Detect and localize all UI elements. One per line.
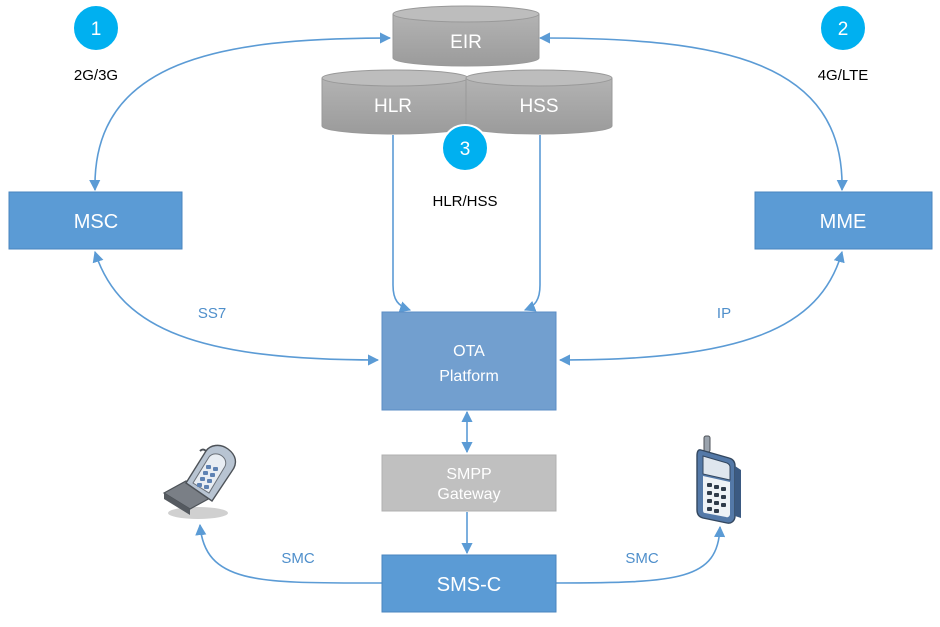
smpp-gateway-node[interactable]: SMPP Gateway [381, 454, 557, 512]
ota-label-line1: OTA [453, 343, 485, 360]
eir-msc-link [89, 32, 392, 192]
flip-phone-icon [162, 444, 237, 519]
eir-database[interactable]: EIR [392, 5, 540, 67]
ota-label-line2: Platform [439, 368, 499, 385]
ota-platform-node[interactable]: OTA Platform [381, 311, 557, 411]
connectors [89, 32, 848, 584]
msc-label: MSC [74, 211, 118, 233]
smsc-left-phone-link [195, 523, 383, 584]
mme-ota-link [558, 250, 845, 366]
badge-two-number: 2 [838, 19, 849, 40]
hlr-database[interactable]: HLR [321, 69, 469, 135]
badge-three-caption: HLR/HSS [432, 193, 497, 210]
smpp-label-line1: SMPP [446, 466, 491, 483]
sms-c-label: SMS-C [437, 574, 501, 596]
hss-label: HSS [519, 96, 558, 117]
badge-three-number: 3 [460, 139, 471, 160]
smpp-label-line2: Gateway [437, 486, 500, 503]
badge-one: 1 [72, 4, 120, 52]
hlr-ota-link [392, 135, 412, 313]
hss-database[interactable]: HSS [465, 69, 613, 135]
smsc-right-phone-link [553, 525, 726, 584]
smc-left-link-label: SMC [281, 550, 315, 567]
mme-label: MME [820, 211, 867, 233]
hlr-label: HLR [374, 96, 412, 117]
badge-two: 2 [819, 4, 867, 52]
badge-three: 3 [441, 124, 489, 172]
badge-one-caption: 2G/3G [74, 67, 118, 84]
msc-ota-link [92, 250, 380, 366]
msc-node[interactable]: MSC [8, 191, 183, 250]
ip-link-label: IP [717, 305, 731, 322]
cell-phone-icon [696, 435, 741, 524]
eir-mme-link [538, 32, 848, 192]
ss7-link-label: SS7 [198, 305, 226, 322]
sms-c-node[interactable]: SMS-C [381, 554, 557, 613]
smc-right-link-label: SMC [625, 550, 659, 567]
hss-ota-link [523, 135, 541, 312]
badge-two-caption: 4G/LTE [818, 67, 869, 84]
eir-label: EIR [450, 32, 482, 53]
mme-node[interactable]: MME [754, 191, 933, 250]
badge-one-number: 1 [91, 19, 102, 40]
